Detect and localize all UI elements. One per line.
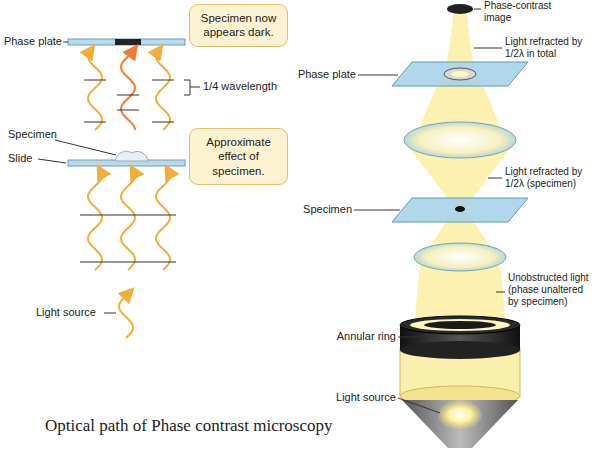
condenser-lens	[414, 243, 506, 271]
light-waves	[88, 51, 170, 339]
light-wave	[119, 293, 133, 338]
caption: Optical path of Phase contrast microscop…	[45, 416, 333, 436]
part-label: Phase plate	[292, 68, 356, 81]
light-beam	[405, 10, 515, 350]
part-label: Unobstructed light (phase unaltered by s…	[508, 272, 590, 308]
annulus	[410, 319, 510, 331]
annulus-stop	[424, 321, 496, 329]
leader-lines	[354, 9, 505, 413]
wavelength-ticks	[80, 80, 200, 262]
specimen-slide	[392, 198, 528, 222]
light-wave	[88, 171, 102, 270]
part-label: Light refracted by 1/2λ in total	[505, 36, 590, 60]
phase-ring	[115, 39, 141, 45]
part-label: Light source	[36, 306, 106, 319]
callout-text: Specimen now appears dark.	[198, 11, 279, 40]
part-label: Light source	[322, 391, 396, 404]
light-wave	[121, 51, 135, 131]
light-wave	[121, 171, 135, 270]
part-label: Annular ring	[322, 330, 396, 343]
phase-contrast-image	[447, 4, 473, 14]
bulb	[438, 401, 482, 429]
objective-lens	[404, 122, 516, 158]
phase-ring-center	[451, 71, 469, 77]
phase-ring	[444, 68, 476, 80]
annular-ring-top	[400, 316, 520, 334]
lamp-housing	[402, 400, 518, 448]
part-label: Phase plate	[2, 35, 62, 48]
phase-plate	[392, 62, 528, 86]
phase-plate	[68, 39, 185, 45]
specimen	[455, 206, 465, 212]
specimen	[115, 151, 148, 161]
leader-lines	[38, 42, 116, 313]
annular-ring-bottom	[400, 341, 520, 359]
light-wave	[88, 51, 102, 131]
part-label: Light refracted by 1/2λ (specimen)	[505, 166, 590, 190]
light-wave	[156, 51, 170, 131]
callout-box: Approximate effect of specimen.	[189, 128, 288, 185]
part-label: 1/4 wavelength	[203, 80, 293, 93]
part-label: Slide	[8, 152, 48, 165]
callout-box: Specimen now appears dark.	[189, 4, 288, 47]
light-wave	[156, 171, 170, 270]
part-label: Specimen	[292, 203, 352, 216]
callout-text: Approximate effect of specimen.	[198, 135, 279, 178]
part-label: Specimen	[8, 128, 60, 141]
part-label: Phase-contrast image	[484, 0, 566, 24]
